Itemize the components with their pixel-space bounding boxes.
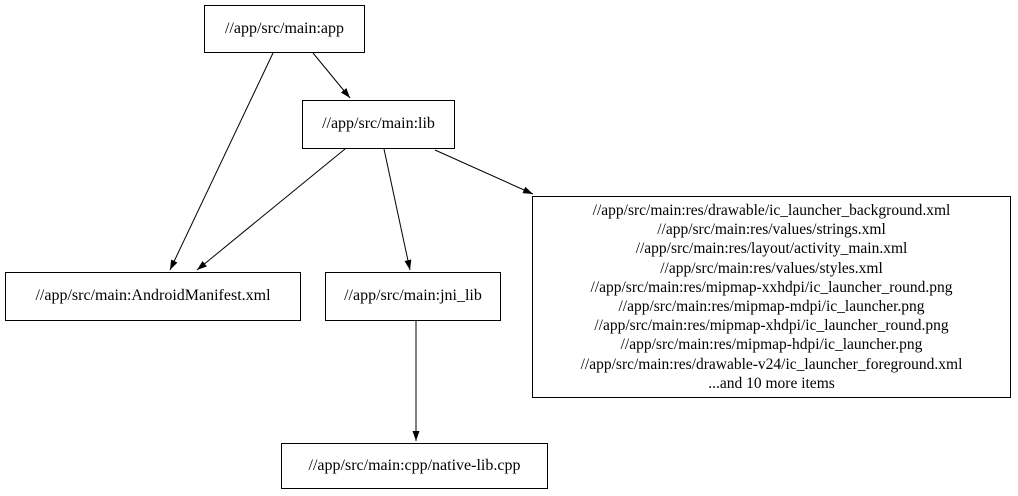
graph-node-app: //app/src/main:app [204, 5, 365, 53]
res-file-line: //app/src/main:res/values/styles.xml [660, 259, 883, 277]
node-app-label: //app/src/main:app [224, 19, 345, 37]
graph-node-lib: //app/src/main:lib [302, 100, 455, 149]
res-file-line: //app/src/main:res/layout/activity_main.… [635, 240, 908, 258]
res-file-line: //app/src/main:res/mipmap-hdpi/ic_launch… [620, 336, 923, 354]
node-jni-lib-label: //app/src/main:jni_lib [344, 287, 482, 305]
graph-node-native-lib-cpp: //app/src/main:cpp/native-lib.cpp [281, 443, 548, 489]
graph-node-jni-lib: //app/src/main:jni_lib [325, 272, 501, 321]
res-file-line: //app/src/main:res/values/strings.xml [657, 221, 886, 239]
res-file-line: //app/src/main:res/drawable-v24/ic_launc… [580, 355, 963, 373]
node-native-lib-cpp-label: //app/src/main:cpp/native-lib.cpp [308, 456, 521, 474]
graph-edge-lib-to-android-manifest [196, 148, 346, 271]
node-android-manifest-label: //app/src/main:AndroidManifest.xml [35, 287, 271, 305]
graph-edge-lib-to-jni-lib [383, 148, 412, 271]
res-file-line: //app/src/main:res/mipmap-xhdpi/ic_launc… [594, 317, 949, 335]
res-file-line: //app/src/main:res/mipmap-mdpi/ic_launch… [618, 298, 925, 315]
graph-node-res-files: //app/src/main:res/drawable/ic_launcher_… [532, 196, 1011, 398]
node-lib-label: //app/src/main:lib [322, 115, 435, 133]
res-more-items-line: ...and 10 more items [708, 374, 835, 392]
graph-edge-app-to-android-manifest [169, 52, 274, 271]
res-file-line: //app/src/main:res/drawable/ic_launcher_… [592, 201, 951, 219]
res-file-line: //app/src/main:res/mipmap-xxhdpi/ic_laun… [590, 278, 953, 296]
graph-edge-lib-to-res-files [434, 149, 534, 195]
graph-node-android-manifest: //app/src/main:AndroidManifest.xml [5, 272, 301, 321]
graph-edge-app-to-lib [312, 52, 351, 99]
